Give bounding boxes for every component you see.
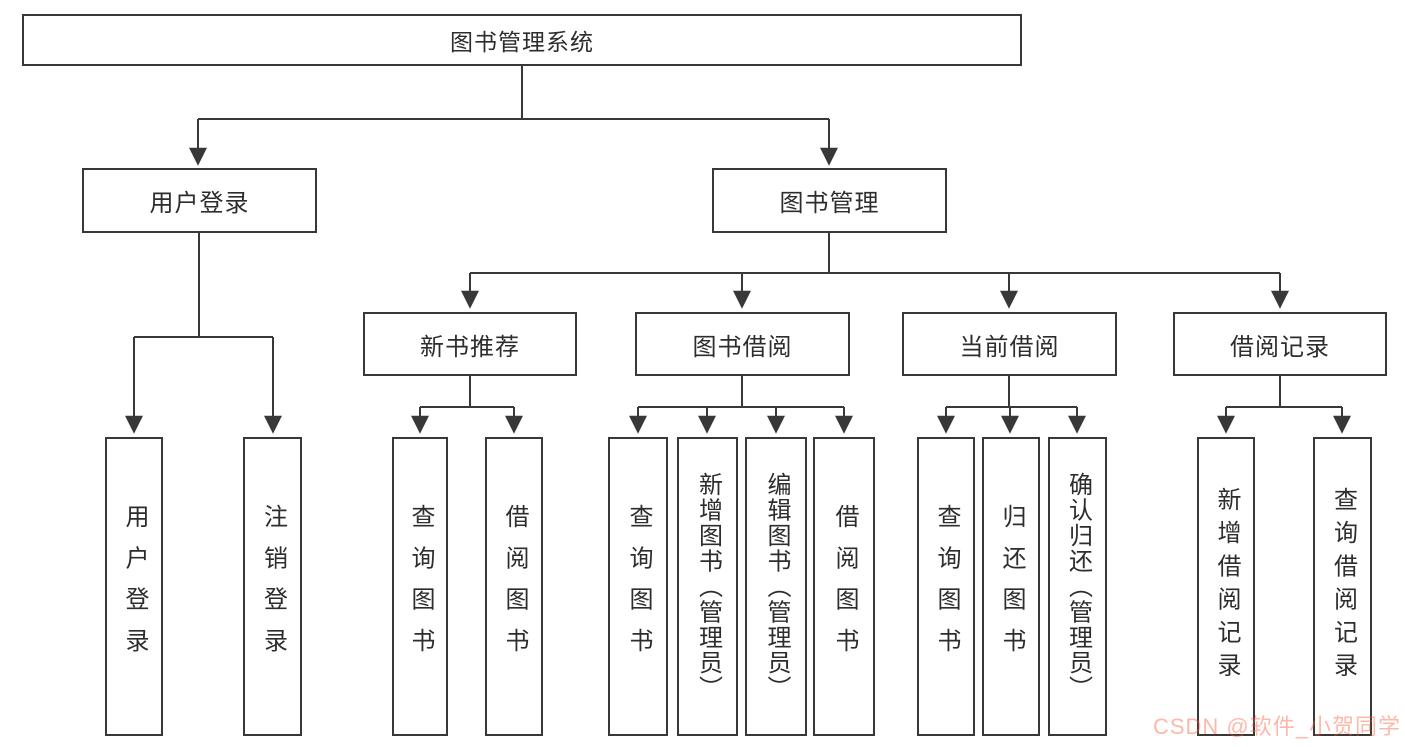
node-new-book-recommend: 新书推荐: [363, 312, 577, 376]
leaf-query-books-current: 查询图书: [917, 437, 975, 736]
node-user-login: 用户登录: [82, 168, 317, 233]
node-current-borrowing: 当前借阅: [902, 312, 1117, 376]
node-book-management: 图书管理: [712, 168, 947, 233]
leaf-return-books: 归还图书: [982, 437, 1040, 736]
leaf-logout: 注销登录: [243, 437, 302, 736]
leaf-add-books-admin: 新增图书（管理员）: [677, 437, 738, 736]
leaf-borrow-books-borrow: 借阅图书: [813, 437, 875, 736]
leaf-add-borrow-record: 新增借阅记录: [1197, 437, 1255, 736]
leaf-confirm-return-admin: 确认归还（管理员）: [1048, 437, 1107, 736]
node-borrowing-records: 借阅记录: [1173, 312, 1387, 376]
leaf-borrow-books-recommend: 借阅图书: [485, 437, 543, 736]
leaf-query-books-recommend: 查询图书: [392, 437, 448, 736]
leaf-edit-books-admin: 编辑图书（管理员）: [745, 437, 807, 736]
leaf-user-login: 用户登录: [105, 437, 163, 736]
node-book-borrowing: 图书借阅: [635, 312, 850, 376]
leaf-query-books-borrow: 查询图书: [608, 437, 668, 736]
leaf-query-borrow-record: 查询借阅记录: [1313, 437, 1372, 736]
node-library-system: 图书管理系统: [22, 14, 1022, 66]
